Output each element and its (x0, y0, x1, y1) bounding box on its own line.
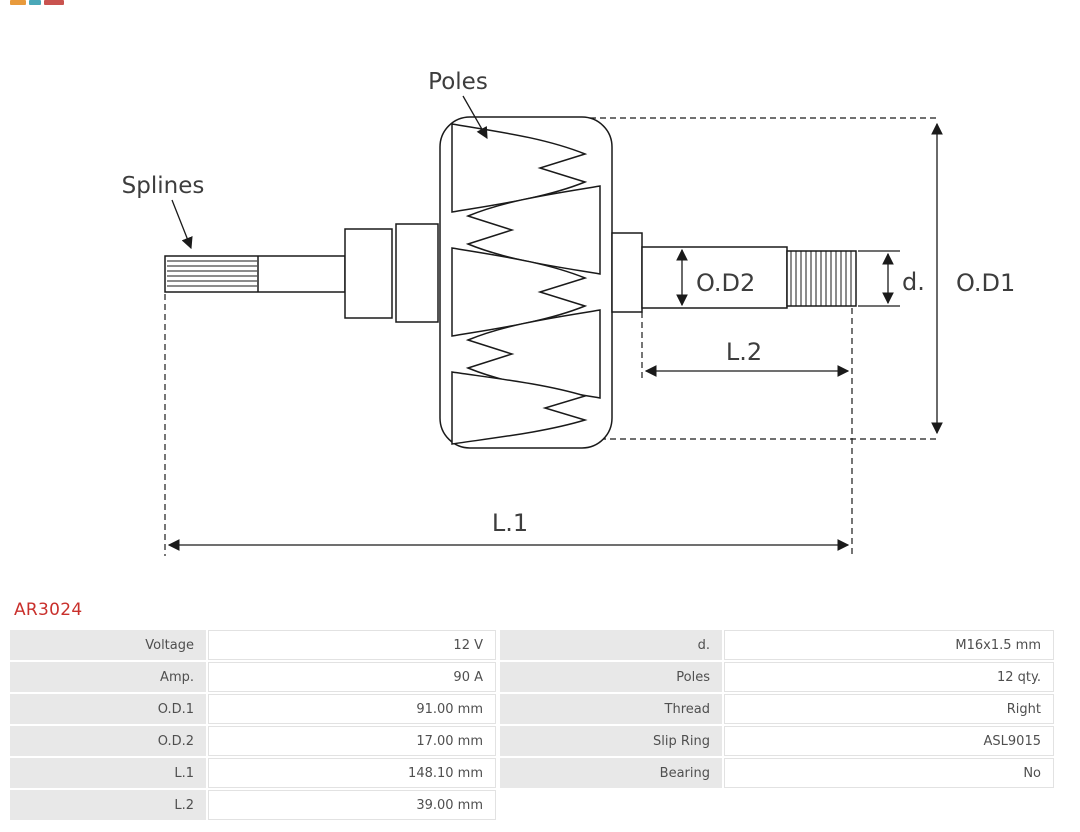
spec-label-cell: Slip Ring (500, 726, 722, 756)
table-row: O.D.2 17.00 mm (10, 726, 496, 756)
spec-label-cell: Amp. (10, 662, 206, 692)
logo-segment (29, 0, 41, 5)
rotor-technical-drawing: Poles Splines O.D2 d. O.D1 L.2 L.1 (122, 69, 1015, 556)
table-row: Poles 12 qty. (500, 662, 1054, 692)
poles-label: Poles (428, 69, 488, 95)
logo-segment (10, 0, 26, 5)
table-row: O.D.1 91.00 mm (10, 694, 496, 724)
spec-label-cell: O.D.2 (10, 726, 206, 756)
logo-segment (44, 0, 64, 5)
spec-value-cell: 12 V (208, 630, 496, 660)
spline-grooves (167, 256, 259, 292)
thread-lines (790, 251, 852, 306)
table-row: Slip Ring ASL9015 (500, 726, 1054, 756)
rotor-body (164, 116, 857, 449)
claw-poles (451, 123, 601, 445)
bearing-collar (395, 223, 439, 323)
spec-table-left: Voltage 12 V Amp. 90 A O.D.1 91.00 mm O.… (8, 628, 498, 822)
table-row: L.2 39.00 mm (10, 790, 496, 820)
right-shaft (641, 246, 788, 309)
table-row: Amp. 90 A (10, 662, 496, 692)
l2-label: L.2 (726, 338, 762, 366)
spec-value-cell: 91.00 mm (208, 694, 496, 724)
spec-value-cell: ASL9015 (724, 726, 1054, 756)
spec-label-cell: Poles (500, 662, 722, 692)
spec-label-cell: d. (500, 630, 722, 660)
od1-label: O.D1 (956, 269, 1015, 297)
splines-label: Splines (122, 173, 205, 199)
spec-label-cell: O.D.1 (10, 694, 206, 724)
construction-dashed-lines (164, 117, 940, 556)
bearing-collar (344, 228, 393, 319)
splines-pointer-arrow (171, 199, 193, 250)
spec-value-cell: 148.10 mm (208, 758, 496, 788)
spec-label-cell: Voltage (10, 630, 206, 660)
table-row: Voltage 12 V (10, 630, 496, 660)
spec-label-cell: L.2 (10, 790, 206, 820)
spec-label-cell: Thread (500, 694, 722, 724)
spec-value-cell: M16x1.5 mm (724, 630, 1054, 660)
part-number: AR3024 (14, 600, 83, 620)
l1-label: L.1 (492, 509, 528, 537)
spec-value-cell: 12 qty. (724, 662, 1054, 692)
rotor-diagram-svg: Poles Splines O.D2 d. O.D1 L.2 L.1 (122, 69, 1015, 556)
dimension-lines (167, 95, 943, 551)
poles-pointer-arrow (462, 95, 488, 140)
d-label: d. (902, 268, 925, 296)
spec-table-right: d. M16x1.5 mm Poles 12 qty. Thread Right… (498, 628, 1056, 790)
slip-ring-collar (611, 232, 643, 313)
spec-value-cell: 39.00 mm (208, 790, 496, 820)
spec-value-cell: 90 A (208, 662, 496, 692)
spec-label-cell: L.1 (10, 758, 206, 788)
table-row: Bearing No (500, 758, 1054, 788)
od2-label: O.D2 (696, 269, 755, 297)
spec-label-cell: Bearing (500, 758, 722, 788)
table-row: Thread Right (500, 694, 1054, 724)
spec-value-cell: No (724, 758, 1054, 788)
specifications: Voltage 12 V Amp. 90 A O.D.1 91.00 mm O.… (8, 628, 1070, 822)
table-row: L.1 148.10 mm (10, 758, 496, 788)
aspl-logo-fragment (10, 0, 64, 6)
spec-value-cell: 17.00 mm (208, 726, 496, 756)
spec-value-cell: Right (724, 694, 1054, 724)
table-row: d. M16x1.5 mm (500, 630, 1054, 660)
